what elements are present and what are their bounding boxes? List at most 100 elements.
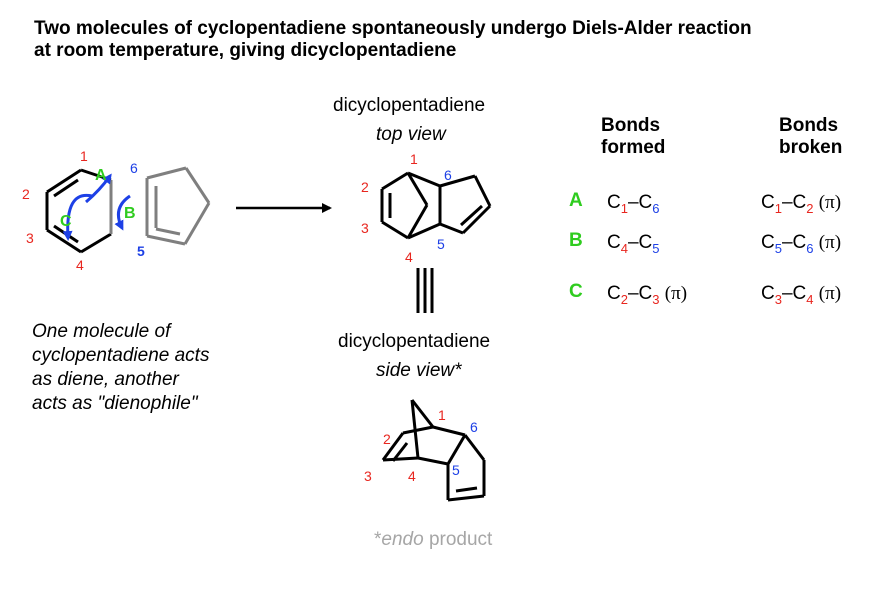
side-atom-1: 1 bbox=[438, 407, 446, 423]
caption-line-4: acts as "dienophile" bbox=[32, 393, 199, 414]
top-atom-2: 2 bbox=[361, 179, 369, 195]
row-c-broken-sub-a: 3 bbox=[775, 292, 782, 307]
electron-arrows bbox=[62, 173, 131, 241]
row-c-formed-pi: (π) bbox=[665, 283, 687, 304]
top-bond-c8-c9-double bbox=[459, 204, 484, 227]
bond-bottom-double bbox=[155, 227, 181, 236]
side-bond-4-5 bbox=[417, 456, 449, 466]
side-bond-6-c7 bbox=[463, 434, 486, 461]
equivalence-symbol bbox=[416, 268, 434, 313]
row-a-formed-sub-a: 1 bbox=[621, 201, 628, 216]
row-a-letter: A bbox=[569, 190, 583, 211]
row-c-broken-sub-b: 4 bbox=[806, 292, 813, 307]
top-bond-6-c7 bbox=[439, 174, 476, 188]
row-b-formed: C4–C5 bbox=[607, 232, 660, 256]
diene-atom-4: 4 bbox=[76, 257, 84, 273]
title: Two molecules of cyclopentadiene spontan… bbox=[34, 18, 884, 62]
side-bond-c8-c9 bbox=[447, 494, 485, 502]
bond-right-bottom bbox=[183, 202, 211, 245]
row-b-broken-pi: (π) bbox=[819, 232, 841, 253]
row-a-broken-sub-a: 1 bbox=[775, 201, 782, 216]
row-b-formed-sub-b: 5 bbox=[652, 241, 659, 256]
top-bond-3-4 bbox=[381, 220, 409, 240]
row-a-formed: C1–C6 bbox=[607, 192, 660, 216]
product-top-view bbox=[380, 171, 492, 240]
row-c-broken-pi: (π) bbox=[819, 283, 841, 304]
endo-footnote: *endo product bbox=[374, 529, 493, 550]
arrow-letter-a: A bbox=[95, 167, 107, 184]
top-bond-5-4 bbox=[407, 222, 441, 240]
title-line-1: Two molecules of cyclopentadiene spontan… bbox=[34, 18, 752, 39]
caption-line-3: as diene, another bbox=[32, 369, 180, 390]
top-bond-c9-5 bbox=[439, 222, 464, 235]
row-b-broken-sub-b: 6 bbox=[806, 241, 813, 256]
top-bridge-b bbox=[406, 204, 429, 239]
top-bridge-a bbox=[406, 172, 429, 206]
diene-atom-2: 2 bbox=[22, 186, 30, 202]
bonds-table: Bonds formed Bonds broken A C1–C6 C1–C2 … bbox=[569, 115, 842, 307]
side-bridge-left bbox=[410, 399, 435, 428]
caption-line-1: One molecule of bbox=[32, 321, 172, 342]
top-bond-1-2 bbox=[381, 171, 409, 191]
row-c-formed-sub-a: 2 bbox=[621, 292, 628, 307]
header-formed-1: Bonds bbox=[601, 115, 660, 136]
caption-line-2: cyclopentadiene acts bbox=[32, 345, 210, 366]
endo-star: * bbox=[374, 529, 382, 550]
side-bond-c8-c9-double bbox=[455, 486, 478, 493]
top-view-label: top view bbox=[376, 124, 447, 145]
product-side-view bbox=[381, 399, 486, 502]
header-broken-2: broken bbox=[779, 137, 842, 158]
top-atom-5: 5 bbox=[437, 236, 445, 252]
side-bridge-right bbox=[410, 399, 420, 459]
top-bond-c8-c9 bbox=[461, 204, 492, 235]
endo-rest: product bbox=[424, 529, 493, 550]
diene-atom-3: 3 bbox=[26, 230, 34, 246]
arrow-letter-c: C bbox=[60, 213, 72, 230]
side-view-label: side view* bbox=[376, 360, 462, 381]
endo-word: endo bbox=[381, 529, 423, 550]
header-broken-1: Bonds bbox=[779, 115, 838, 136]
bond-c1-c2-double bbox=[53, 178, 79, 198]
top-atom-6: 6 bbox=[444, 167, 452, 183]
product-name-top: dicyclopentadiene bbox=[333, 95, 485, 116]
diene-molecule bbox=[45, 168, 112, 254]
row-c-broken: C3–C4 (π) bbox=[761, 283, 841, 307]
row-c-letter: C bbox=[569, 281, 583, 302]
header-formed-2: formed bbox=[601, 137, 665, 158]
side-bond-1-6 bbox=[432, 425, 466, 437]
bond-c1-c2 bbox=[46, 168, 82, 194]
row-a-broken-sub-b: 2 bbox=[806, 201, 813, 216]
side-bond-2-3 bbox=[381, 432, 405, 461]
side-atom-2: 2 bbox=[383, 431, 391, 447]
side-atom-6: 6 bbox=[470, 419, 478, 435]
arrow-c bbox=[62, 193, 93, 241]
top-atom-1: 1 bbox=[410, 151, 418, 167]
bond-c6-top bbox=[146, 166, 187, 180]
row-a-broken: C1–C2 (π) bbox=[761, 192, 841, 216]
row-c-formed: C2–C3 (π) bbox=[607, 283, 687, 307]
row-a-formed-sub-b: 6 bbox=[652, 201, 659, 216]
top-bond-1-6 bbox=[407, 171, 441, 188]
bond-top-right bbox=[184, 167, 211, 204]
product-name-side: dicyclopentadiene bbox=[338, 331, 490, 352]
side-atom-3: 3 bbox=[364, 468, 372, 484]
side-bond-1-2 bbox=[402, 425, 434, 435]
row-c-formed-sub-b: 3 bbox=[652, 292, 659, 307]
side-bond-3-4 bbox=[382, 456, 419, 462]
top-bond-c7-c8 bbox=[473, 175, 492, 207]
dienophile-molecule bbox=[145, 166, 211, 246]
side-atom-5: 5 bbox=[452, 462, 460, 478]
dienophile-atom-5: 5 bbox=[137, 243, 145, 259]
arrow-b bbox=[114, 194, 131, 231]
row-b-formed-sub-a: 4 bbox=[621, 241, 628, 256]
dienophile-atom-6: 6 bbox=[130, 160, 138, 176]
row-b-letter: B bbox=[569, 230, 583, 251]
bond-bottom-c5 bbox=[146, 234, 186, 246]
row-b-broken-sub-a: 5 bbox=[775, 241, 782, 256]
top-atom-3: 3 bbox=[361, 220, 369, 236]
top-atom-4: 4 bbox=[405, 249, 413, 265]
arrow-a bbox=[85, 173, 112, 204]
arrow-letter-b: B bbox=[124, 205, 136, 222]
bond-c3-c4 bbox=[46, 228, 82, 254]
